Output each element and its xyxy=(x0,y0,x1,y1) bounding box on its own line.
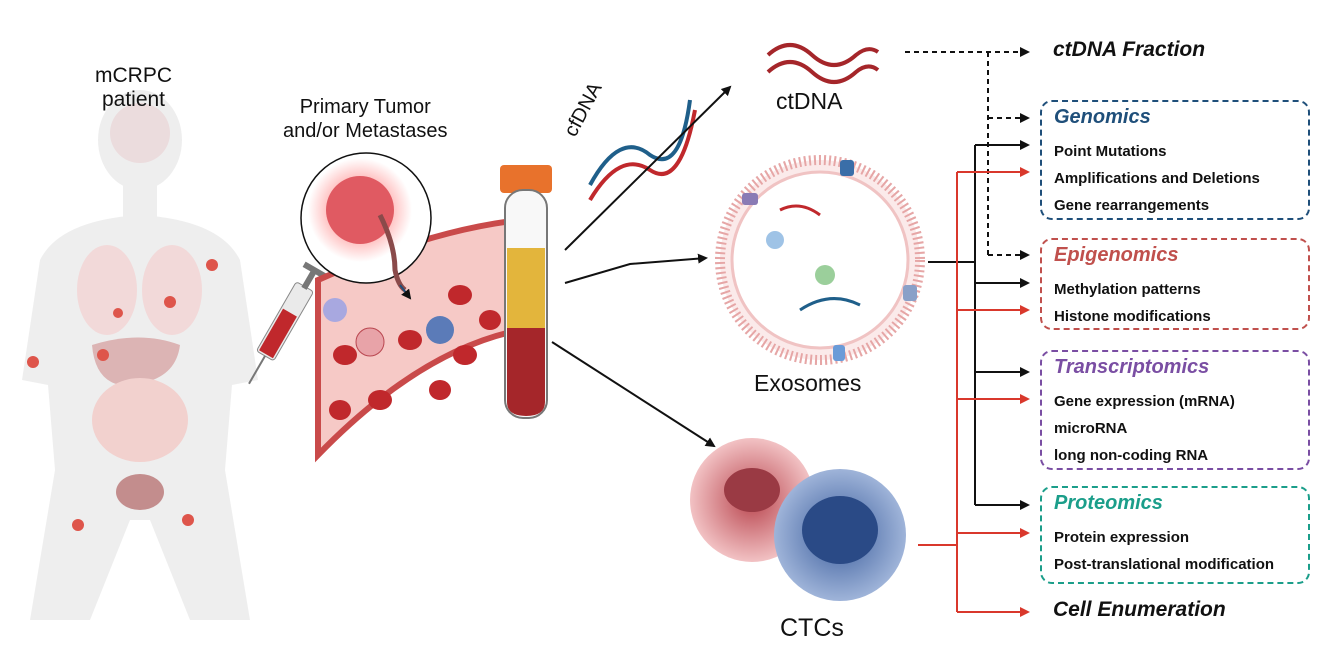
red-blood-cell xyxy=(479,310,501,330)
arrow-to-exosomes xyxy=(564,253,708,284)
cell-enumeration-label: Cell Enumeration xyxy=(1053,598,1226,621)
metastasis-dot xyxy=(27,356,39,368)
cancer-cell xyxy=(355,327,385,357)
patient-right-lung xyxy=(142,245,202,335)
genomics-list: Point Mutations Amplifications and Delet… xyxy=(1054,138,1260,219)
red-blood-cell xyxy=(429,380,451,400)
red-blood-cell xyxy=(329,400,351,420)
cfdna-helix-icon xyxy=(588,99,697,202)
red-blood-cell xyxy=(333,345,357,365)
patient-brain xyxy=(110,103,170,163)
tumor-mass xyxy=(326,176,394,244)
epigenomics-box: Epigenomics Methylation patterns Histone… xyxy=(1040,238,1310,330)
patient-label-line2: patient xyxy=(101,88,166,111)
list-item: Protein expression xyxy=(1054,529,1190,546)
white-cell xyxy=(323,298,347,322)
ctdna-fraction-label: ctDNA Fraction xyxy=(1053,38,1206,61)
metastasis-dot xyxy=(97,349,109,361)
list-item: Amplifications and Deletions xyxy=(1054,170,1260,187)
red-blood-cell xyxy=(368,390,392,410)
immune-cell xyxy=(426,316,454,344)
red-blood-cells xyxy=(329,285,501,420)
list-item: Methylation patterns xyxy=(1054,281,1201,298)
metastasis-markers xyxy=(27,259,218,531)
genomics-title: Genomics xyxy=(1054,106,1151,128)
metastasis-dot xyxy=(164,296,176,308)
ctcs-icon xyxy=(690,438,906,601)
red-arrows xyxy=(918,167,1030,617)
list-item: Post-translational modification xyxy=(1054,556,1275,573)
patient-label: mCRPC patient xyxy=(95,64,172,112)
metastasis-dot xyxy=(182,514,194,526)
metastasis-dot xyxy=(113,308,123,318)
arrow-to-ctdna xyxy=(564,85,732,251)
red-blood-cell xyxy=(398,330,422,350)
black-arrows xyxy=(551,85,1030,510)
tumor-label: Primary Tumor and/or Metastases xyxy=(283,95,448,143)
metastasis-dot xyxy=(206,259,218,271)
patient-left-lung xyxy=(77,245,137,335)
dashed-arrows xyxy=(905,47,1030,260)
patient-figure xyxy=(22,90,258,620)
patient-label-line1: mCRPC xyxy=(95,64,172,87)
proteomics-box: Proteomics Protein expression Post-trans… xyxy=(1040,486,1310,584)
transcriptomics-list: Gene expression (mRNA) microRNA long non… xyxy=(1054,388,1235,469)
primary-tumor-inset xyxy=(300,152,432,300)
tumor-label-line2: and/or Metastases xyxy=(283,120,448,142)
list-item: Gene rearrangements xyxy=(1054,197,1210,214)
red-blood-cell xyxy=(448,285,472,305)
list-item: Point Mutations xyxy=(1054,143,1167,160)
transcriptomics-box: Transcriptomics Gene expression (mRNA) m… xyxy=(1040,350,1310,470)
red-blood-cell xyxy=(453,345,477,365)
patient-neck xyxy=(123,185,157,220)
tumor-label-line1: Primary Tumor xyxy=(299,96,431,118)
arrow-to-ctcs xyxy=(551,341,716,448)
proteomics-list: Protein expression Post-translational mo… xyxy=(1054,524,1274,578)
epigenomics-list: Methylation patterns Histone modificatio… xyxy=(1054,276,1211,330)
list-item: microRNA xyxy=(1054,420,1128,437)
ctdna-label: ctDNA xyxy=(776,88,843,114)
exosome-icon xyxy=(715,155,925,365)
blood-tube-icon xyxy=(500,165,552,419)
epigenomics-title: Epigenomics xyxy=(1054,244,1179,266)
proteomics-title: Proteomics xyxy=(1054,492,1163,514)
patient-intestines xyxy=(92,378,188,462)
metastasis-dot xyxy=(72,519,84,531)
list-item: long non-coding RNA xyxy=(1054,447,1209,464)
list-item: Gene expression (mRNA) xyxy=(1054,393,1235,410)
genomics-box: Genomics Point Mutations Amplifications … xyxy=(1040,100,1310,220)
list-item: Histone modifications xyxy=(1054,308,1211,325)
exosomes-label: Exosomes xyxy=(754,370,862,396)
patient-liver xyxy=(92,337,180,385)
ctdna-helix-icon xyxy=(766,43,880,84)
ctcs-label: CTCs xyxy=(780,614,844,642)
syringe-icon xyxy=(248,261,327,385)
transcriptomics-title: Transcriptomics xyxy=(1054,356,1210,378)
patient-bladder xyxy=(116,474,164,510)
